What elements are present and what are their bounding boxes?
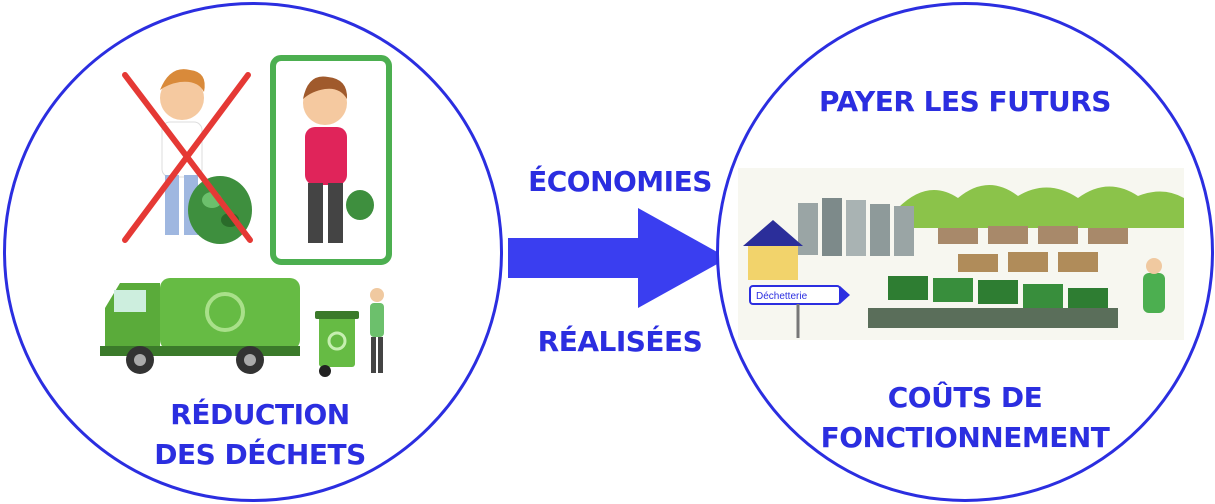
- recycling-center-illustration: Déchetterie: [738, 168, 1184, 340]
- waste-reduction-circle: [3, 2, 503, 502]
- person-with-small-bag-icon: [270, 55, 392, 265]
- garbage-truck-icon: [100, 278, 300, 374]
- savings-arrow-icon: [508, 208, 728, 308]
- waste-reduction-caption-line1: RÉDUCTION: [170, 398, 350, 431]
- waste-reduction-caption: RÉDUCTION DES DÉCHETS: [130, 395, 390, 475]
- recycling-bin-worker-icon: [315, 288, 384, 377]
- crossed-out-person-with-bag-icon: [122, 69, 253, 244]
- realized-label: RÉALISÉES: [537, 325, 703, 358]
- operating-costs-caption-line2: FONCTIONNEMENT: [820, 421, 1110, 454]
- savings-label: ÉCONOMIES: [528, 165, 712, 198]
- operating-costs-caption: COÛTS DE FONCTIONNEMENT: [780, 378, 1150, 458]
- pay-future-title: PAYER LES FUTURS: [819, 85, 1111, 118]
- operating-costs-caption-line1: COÛTS DE: [887, 381, 1043, 414]
- waste-reduction-caption-line2: DES DÉCHETS: [154, 438, 366, 471]
- recycling-center-sign: Déchetterie: [756, 291, 808, 302]
